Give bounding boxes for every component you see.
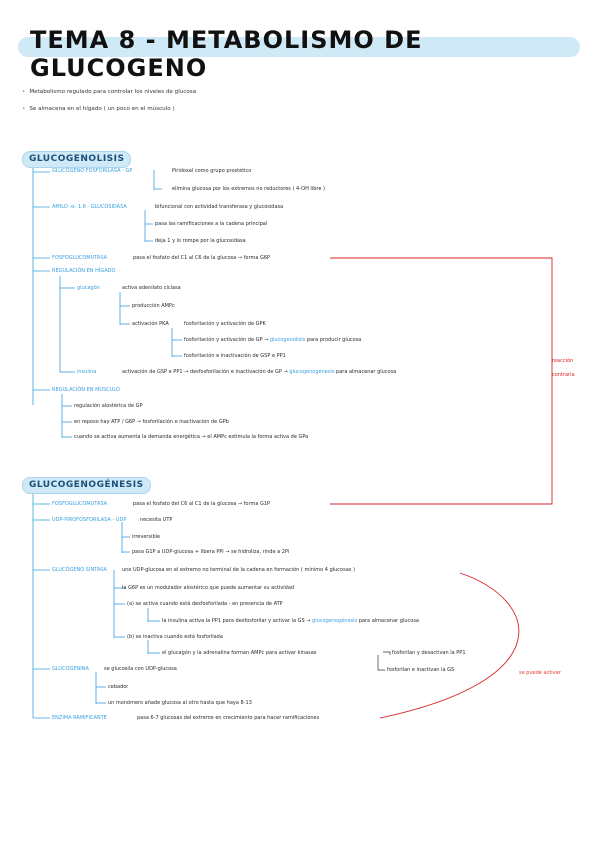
section-glucogenolisis: GLUCOGENOLISIS (22, 151, 132, 168)
sintasa-item-5: (b) se inactiva cuando está fosforilada (127, 634, 223, 640)
sintasa-item-2: la G6P es un modulador alostérico que pu… (122, 585, 295, 591)
regulacion-musculo: REGULACIÓN EN MÚSCULO (52, 387, 120, 393)
section-glucogenogenesis: GLUCOGENOGÉNESIS (22, 477, 151, 494)
glucogenina-item-2: cebador (108, 684, 129, 690)
pka-item-1: fosforilación y activación de GPK (184, 321, 266, 327)
sintasa-item-4: la insulina activa la PP1 para desfosfor… (162, 618, 419, 624)
musculo-item-1: regulación alostérica de GP (74, 403, 143, 409)
glucagon-item-1: activa adenilato ciclasa (122, 285, 181, 291)
musculo-item-2: en reposo hay ATP / G6P → fosforilación … (74, 419, 229, 425)
kinasa-item-1: fosforilan y desactivan la PP1 (392, 650, 466, 656)
kinasa-item-2: fosforilan e inactivan la GS (387, 667, 455, 673)
glucogenina-item-3: un monómero añade glucosa al otro hasta … (108, 700, 252, 706)
regulacion-higado: REGULACIÓN EN HÍGADO (52, 268, 116, 274)
intro-bullet-1: •Metabolismo regulado para controlar los… (22, 89, 197, 95)
insulina-label: insulina (77, 369, 97, 375)
reaccion-label-2: contraria (552, 372, 575, 378)
udp-item-1: necesita UTP (140, 517, 173, 523)
udp-item-2: irreversible (132, 534, 161, 540)
glucogenina-item-1: se glucosila con UDP-glucosa (104, 666, 177, 672)
enzima-ramificante: ENZIMA RAMIFICANTE (52, 715, 107, 721)
sintasa-item-6: el glucagón y la adrenalina forman AMPc … (162, 650, 317, 656)
reaccion-label-1: reacción (552, 358, 574, 364)
amilo-item-2: pasa las ramificaciones a la cadena prin… (155, 221, 268, 227)
insulina-text: activación de GSP e PP1 → desfosforilaci… (122, 369, 397, 375)
fosforilasa-item-1: Piridoxal como grupo prostético (172, 168, 252, 174)
bullet-icon: • (22, 89, 26, 95)
udp-item-3: pasa G1P a UDP-glucosa + libera PPi → se… (132, 549, 290, 555)
amilo-item-3: deja 1 y lo rompe por la glucosidasa (155, 238, 246, 244)
sintasa-item-1: une UDP-glucosa en el extremo no termina… (122, 567, 355, 573)
pka-item-3: fosforilación e inactivación de GSP e PP… (184, 353, 286, 359)
enzyme-fosfoglucomutasa-2: FOSFOGLUCOMUTASA (52, 501, 108, 507)
title-highlight (18, 37, 580, 57)
enzyme-glucogeno-fosforilasa: GLUCÓGENO FOSFORILASA - GP (52, 168, 133, 174)
glucagon-item-3: activación PKA (132, 321, 169, 327)
musculo-item-3: cuando se activa aumenta la demanda ener… (74, 434, 309, 440)
glucagon-label: glucagón (77, 285, 100, 291)
fosfoglucomutasa-text-2: pasa el fosfato del C6 al C1 de la gluco… (133, 501, 271, 507)
glucagon-item-2: producción AMPc (132, 303, 175, 309)
se-puede-activar-note: se puede activar (519, 670, 561, 676)
fosforilasa-item-2: elimina glucosa por los extremos no redu… (172, 186, 325, 192)
page-title: TEMA 8 - METABOLISMO DE GLUCOGENO (30, 26, 423, 82)
amilo-item-1: bifuncional con actividad transferasa y … (155, 204, 284, 210)
enzyme-udp-pirofosforilasa: UDP-PIROFOSFORILASA - UDP (52, 517, 127, 523)
sintasa-item-3: (a) se activa cuando está desfosforilada… (127, 601, 283, 607)
enzyme-glucogeno-sintasa: GLUCÓGENO SINTASA (52, 567, 107, 573)
enzyme-glucogenina: GLUCOGENINA (52, 666, 89, 672)
enzyme-fosfoglucomutasa: FOSFOGLUCOMUTASA (52, 255, 108, 261)
enzyme-amilo-glucosidasa: AMILO -α- 1,6 - GLUCOSIDASA (52, 204, 127, 210)
intro-bullet-2: •Se almacena en el hígado ( un poco en e… (22, 106, 175, 112)
bullet-icon: • (22, 106, 26, 112)
fosfoglucomutasa-text: pasa el fosfato del C1 al C6 de la gluco… (133, 255, 271, 261)
pka-item-2: fosforilación y activación de GP → gluco… (184, 337, 362, 343)
ramificante-text: pasa 6-7 glucosas del extremo en crecimi… (137, 715, 320, 721)
